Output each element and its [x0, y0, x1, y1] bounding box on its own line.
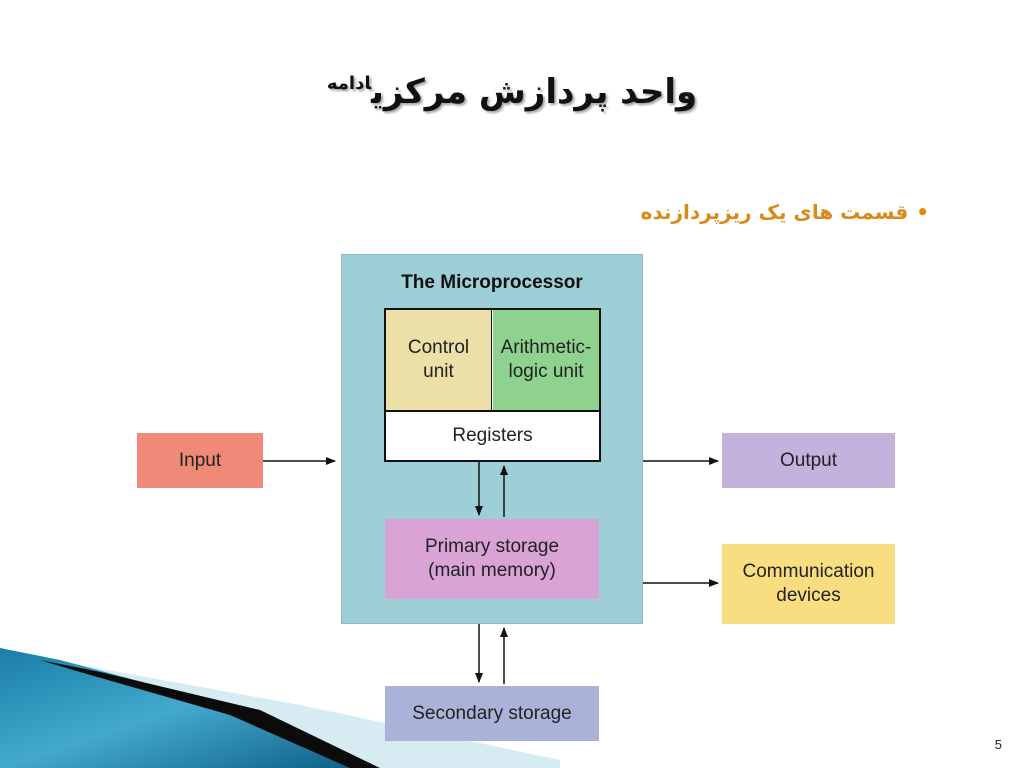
swoosh-blue-band: [0, 648, 360, 768]
communication-devices-box: Communication devices: [722, 544, 895, 624]
slide-title: واحد پردازش مرکزیادامه: [0, 72, 1024, 112]
bullet-text: قسمت های یک ریزپردازنده: [640, 200, 909, 224]
page-number: 5: [994, 737, 1002, 752]
bullet-item: • قسمت های یک ریزپردازنده: [641, 200, 929, 224]
title-superscript: ادامه: [326, 73, 372, 94]
swoosh-dark-stripe: [40, 660, 380, 768]
secondary-storage-box: Secondary storage: [385, 686, 599, 741]
primary-storage-box: Primary storage (main memory): [385, 519, 599, 599]
alu-box: Arithmetic-logic unit: [493, 310, 599, 410]
registers-box: Registers: [386, 410, 599, 460]
title-main: واحد پردازش مرکزی: [371, 72, 698, 112]
bullet-dot-icon: •: [916, 200, 929, 224]
control-unit-box: Control unit: [386, 310, 492, 410]
input-box: Input: [137, 433, 263, 488]
output-box: Output: [722, 433, 895, 488]
microprocessor-label: The Microprocessor: [401, 272, 583, 293]
